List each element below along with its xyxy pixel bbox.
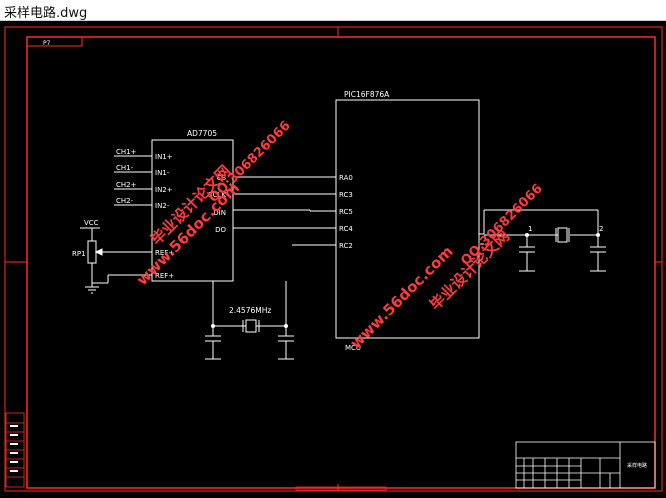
drawing-frame-inner bbox=[26, 36, 656, 489]
adc-pin-label: REF+ bbox=[155, 249, 174, 257]
junction-dot bbox=[525, 233, 529, 237]
sheet-tag-box bbox=[26, 36, 83, 47]
adc-left-pin-group: IN1+ IN1- IN2+ IN2- REF+ REF+ CH1+ CH1- CH2+ CH2- bbox=[114, 148, 174, 280]
watermark-3: QQ:306826066 bbox=[206, 118, 293, 205]
bottom-scale-bar bbox=[295, 486, 387, 491]
crystal-oscillator-2[interactable] bbox=[479, 209, 606, 272]
mcu-pin-label: RC4 bbox=[339, 225, 353, 233]
revision-strip-marks bbox=[10, 425, 18, 472]
adc-pin-label: IN1+ bbox=[155, 153, 173, 161]
cad-canvas[interactable]: P7 AD7705 IN1+ IN1- IN2+ IN2- REF+ REF+ CH1+ CH… bbox=[0, 21, 666, 494]
junction-dot bbox=[211, 324, 215, 328]
adc-channel-label: CH2- bbox=[116, 197, 134, 205]
watermark-qq-2: QQ:306826066 bbox=[458, 181, 545, 268]
adc-pin-label: DO bbox=[215, 226, 226, 234]
adc-channel-label: CH2+ bbox=[116, 181, 137, 189]
mcu-pin-label: RA0 bbox=[339, 174, 353, 182]
junction-dot bbox=[284, 324, 288, 328]
watermark-6: QQ:306826066 bbox=[458, 181, 545, 268]
adc-chip-name: AD7705 bbox=[187, 129, 217, 138]
adc-channel-label: CH1+ bbox=[116, 148, 137, 156]
watermark-qq: QQ:306826066 bbox=[206, 118, 293, 205]
crystal-2-pin-2: 2 bbox=[599, 225, 603, 233]
mcu-bottom-label: MCU bbox=[345, 344, 361, 352]
revision-strip bbox=[5, 412, 25, 488]
mcu-chip-body[interactable] bbox=[335, 99, 480, 339]
mcu-chip-name: PIC16F876A bbox=[344, 90, 390, 99]
adc-pin-label: IN1- bbox=[155, 169, 170, 177]
window-titlebar: 采样电路.dwg bbox=[0, 0, 666, 21]
adc-pin-label: CS bbox=[217, 174, 227, 182]
potentiometer-rp1[interactable] bbox=[80, 227, 152, 294]
window-title: 采样电路.dwg bbox=[4, 6, 88, 21]
crystal-oscillator-1[interactable] bbox=[205, 281, 294, 360]
crystal-2-pin-1: 1 bbox=[528, 225, 532, 233]
potentiometer-label: RP1 bbox=[72, 250, 86, 258]
vcc-label: VCC bbox=[84, 219, 99, 227]
adc-channel-label: CH1- bbox=[116, 164, 134, 172]
title-block bbox=[515, 441, 656, 489]
adc-pin-label: DIN bbox=[213, 209, 226, 217]
drawing-frame-outer bbox=[4, 26, 663, 492]
crystal-1-label: 2.4576MHz bbox=[229, 306, 271, 315]
mcu-pin-label: RC2 bbox=[339, 242, 353, 250]
mcu-pin-label: RC3 bbox=[339, 191, 353, 199]
adc-pin-label: REF+ bbox=[155, 272, 174, 280]
spi-bus-wires bbox=[233, 176, 336, 246]
mcu-pin-label: RC5 bbox=[339, 208, 353, 216]
adc-pin-label: SCLK bbox=[208, 191, 226, 199]
sheet-tag: P7 bbox=[43, 40, 51, 47]
adc-pin-label: IN2+ bbox=[155, 186, 173, 194]
adc-right-pin-group: CS SCLK DIN DO bbox=[208, 174, 226, 234]
title-block-heading: 采样电路 bbox=[627, 462, 647, 469]
junction-dot bbox=[596, 233, 600, 237]
adc-pin-label: IN2- bbox=[155, 202, 170, 210]
